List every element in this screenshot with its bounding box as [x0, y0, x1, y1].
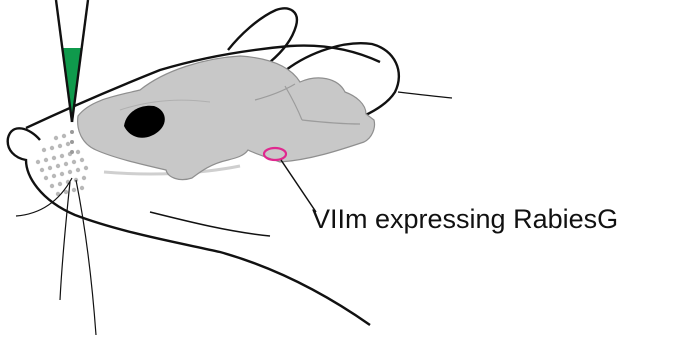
- whisker-pad: [36, 134, 88, 196]
- injection-dots: [70, 130, 74, 154]
- vii-m-label: VIIm expressing RabiesG: [312, 206, 618, 233]
- whisker-3: [76, 180, 96, 335]
- micropipette-icon: [56, 0, 88, 122]
- whisker-2: [60, 182, 70, 300]
- brain-shape: [78, 56, 375, 180]
- ear-outline: [228, 8, 297, 62]
- neck-line: [398, 92, 452, 98]
- jaw-line: [150, 212, 270, 236]
- leader-line: [281, 160, 316, 212]
